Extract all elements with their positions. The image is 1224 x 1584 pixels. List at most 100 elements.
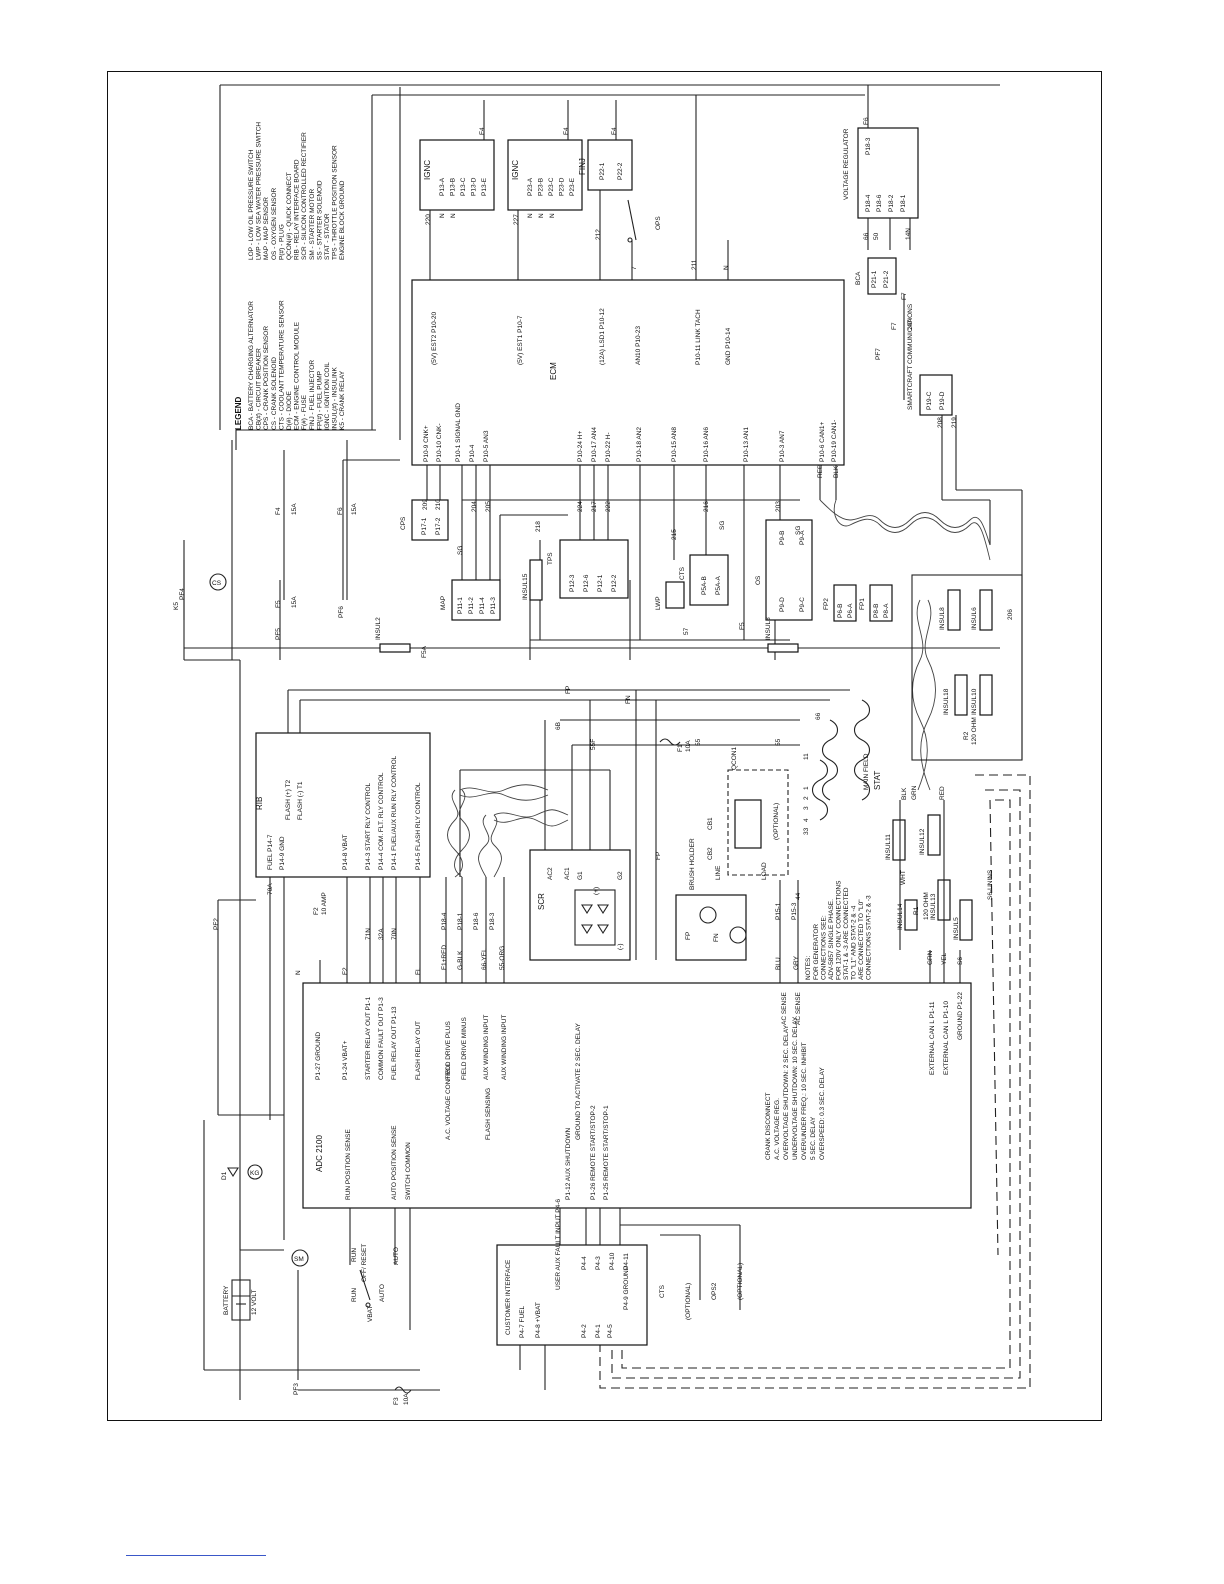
wire-label: F2 [342,967,349,975]
wire-label: 44 [795,892,802,900]
legend-entry: ENGINE BLOCK GROUND [339,180,346,260]
brush-fp: FP [685,932,692,940]
switch-run-2: RUN [351,1288,358,1302]
fp2-label: FP2 [823,598,830,610]
fuel-pump-1: FP1 P8-B P8-A [859,584,893,622]
adc-ground: GROUND P1-22 [957,992,964,1040]
adc-left-label: AUTO POSITION SENSE [391,1125,398,1200]
scr-g2: G2 [617,871,624,880]
cs-label: CS [212,580,222,587]
engine-control-module: ECM (5V) EST2 P10-20(5V) EST1 P10-7(12A)… [411,95,845,466]
f1-label: F1 [677,744,684,752]
cps-label: CPS [400,516,407,530]
ops2-label: OPS2 [711,1282,718,1300]
f5-rating: 15A [291,596,298,608]
shield-dashed-wiring [599,774,1031,1389]
ignc2-pin: P23-B [538,178,545,196]
wire-label: 1 [803,786,810,790]
adc-ac-sense-1: AC SENSE [781,991,788,1025]
adc-ac-sense-2: AC SENSE [795,991,802,1025]
rib-flash-plus: FLASH (+) T2 [285,779,292,820]
f1-rating: 10A [685,740,692,752]
ops2-optional: (OPTIONAL) [737,1263,744,1300]
legend-entry: OS - OXYGEN SENSOR [271,187,278,260]
rib-label: RIB [255,797,264,810]
wire-label: G-BLK [457,950,464,970]
insul8-label: INSUL8 [939,607,946,630]
ecm-left-pin: P10-22 H- [605,432,612,462]
footer-rule [126,1555,266,1556]
ecm-left-pin: P10-24 H+ [577,431,584,462]
lwp-switch: LWP [655,581,685,610]
fp1-label: FP1 [859,598,866,610]
ecm-left-pin: P10-1 SIGNAL GND [455,403,462,462]
d1-label: D1 [221,1171,228,1180]
ignc2-pin: P23-A [527,177,534,196]
wire-label: P18-1 [457,912,464,930]
adc-delay-label: OVERVOLTAGE SHUTDOWN: 2 SEC. DELAY [783,1024,790,1160]
insul7-label: INSUL5 [953,917,960,940]
ci-pin: P4-5 [607,1324,614,1338]
wire-label: 210 [435,499,442,510]
notes-line: TO "L1" AND STAT-2 & -4 [851,905,858,980]
notes-line: FOR GENERATOR [813,924,820,980]
wire-label: BLK [901,787,908,800]
wire-label: 70N [391,928,398,940]
adc-left-label: RUN POSITION SENSE [345,1129,352,1200]
map-pin: P11-2 [468,597,475,614]
adc-top-label: AUX WINDING INPUT [483,1015,490,1080]
tps-pin: P12-3 [569,574,576,592]
right-insulinks: INSUL11 INSUL12 INSUL13 INSUL14 INSUL5 R… [885,800,973,950]
wire-label: SG [719,521,726,530]
ignc1-pin: P13-E [481,177,488,196]
ecm-right-pin: (5V) EST1 P10-7 [517,315,524,365]
ignc2-pin: P23-C [548,177,555,196]
legend-entry: CTS - COOLANT TEMPERATURE SENSOR [278,300,285,430]
ignc1-pin: P13-C [460,177,467,196]
scr-ac1: AC1 [564,867,571,880]
wire-label: 55 [775,738,782,746]
wire-label: 203 [775,501,782,512]
starter-motor-label: SM [294,1256,304,1263]
wire-label: P15-3 [791,902,798,920]
wire-label: 2 [803,796,810,800]
adc-wiring [217,690,961,1240]
ci-pin: USER AUX FAULT INPUT P4-6 [555,1199,562,1290]
wire-label: 33 [803,827,810,835]
wire-label: F5A [421,645,428,658]
wire-label: 6B [555,722,562,730]
map-label: MAP [440,596,447,610]
scr-ac2: AC2 [547,867,554,880]
f7-label: F7 [891,322,898,330]
rib-pin: P14-3 START RLY CONTROL [365,782,372,870]
insul10-label: INSUL10 [971,688,978,715]
vreg-pin: P18-2 [888,194,895,212]
breaker-panel: CB1 CB2 QCON1 LINE LOAD (OPTIONAL) [707,747,789,880]
wire-label: 215 [671,529,678,540]
wire-label: 55-ORG [499,946,506,970]
ci-pin: P4-3 [595,1256,602,1270]
wire-label: RED [817,464,824,478]
os-label: OS [755,575,762,585]
finj-pin-1: P22-1 [599,162,606,180]
ecm-left-pin: P10-4 [469,444,476,462]
wire-label: S6-UNINS [987,869,994,900]
wire-label: N [295,970,302,975]
ecm-left-pin: P10-5 AN3 [483,430,490,462]
legend-entry: INSUL(#) - INSULINK [332,366,339,430]
r2-value: 120 OHM [971,717,978,745]
legend-entry: K5 - CRANK RELAY [339,370,346,430]
legend-entry: SCR - SILICON CONTROLLED RECTIFIER [301,132,308,260]
line-label: LINE [715,865,722,880]
legend-entry: RIB - RELAY INTERFACE BOARD [294,159,301,260]
ignc2-pin: P23-D [559,177,566,196]
fuse-labels: F4 15A F6 15A F5 15A F7 20A F2 10 AMP F3… [275,318,914,1405]
wire-label: WHT [900,870,907,885]
ignc2-pin: P23-E [569,177,576,196]
ignc1-pin: P13-A [439,177,446,196]
wire-label: GRN [911,785,918,800]
legend-entry: TPS - THROTTLE POSITION SENSOR [332,145,339,260]
qcon-label: QCON1 [731,747,738,771]
